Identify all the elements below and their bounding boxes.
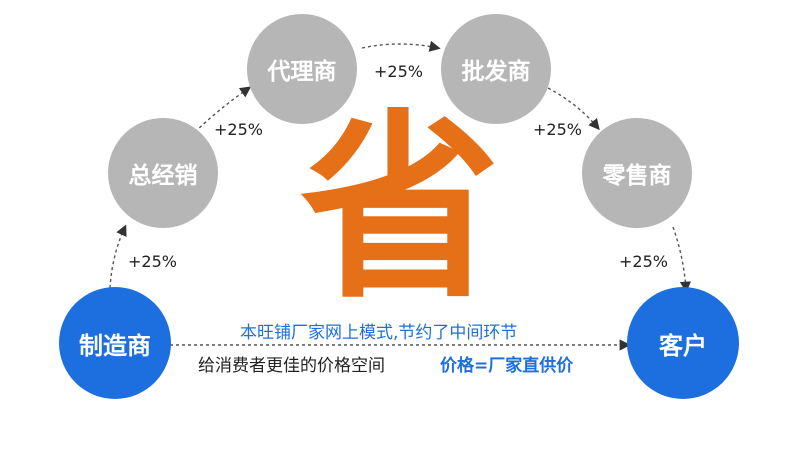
markup-label-3: +25% (374, 62, 423, 81)
save-character: 省 (300, 93, 501, 326)
node-distributor: 总经销 (108, 118, 218, 228)
caption-line-2-part-1: 给消费者更佳的价格空间 (198, 356, 385, 376)
arrow-retailer-customer (672, 226, 692, 293)
node-customer: 客户 (627, 287, 739, 399)
markup-label-5: +25% (619, 252, 668, 271)
node-agent-label: 代理商 (267, 59, 337, 85)
node-wholesaler-label: 批发商 (461, 59, 531, 85)
arrow-distributor-agent (194, 86, 252, 133)
caption-line-1: 本旺铺厂家网上模式,节约了中间环节 (240, 323, 518, 343)
markup-label-4: +25% (533, 120, 582, 139)
markup-label-2: +25% (214, 120, 263, 139)
arrow-agent-wholesaler (361, 40, 441, 52)
markup-label-1: +25% (128, 252, 177, 271)
node-retailer: 零售商 (582, 118, 692, 228)
node-manufacturer-label: 制造商 (79, 331, 151, 360)
node-wholesaler: 批发商 (441, 14, 551, 124)
arrow-manufacturer-distributor (109, 224, 127, 289)
node-manufacturer: 制造商 (59, 287, 171, 399)
node-agent: 代理商 (247, 14, 357, 124)
arrow-wholesaler-retailer (547, 87, 600, 131)
node-distributor-label: 总经销 (128, 163, 198, 189)
node-customer-label: 客户 (659, 331, 707, 360)
node-retailer-label: 零售商 (602, 163, 672, 189)
caption-line-2-part-2: 价格=厂家直供价 (440, 356, 574, 376)
